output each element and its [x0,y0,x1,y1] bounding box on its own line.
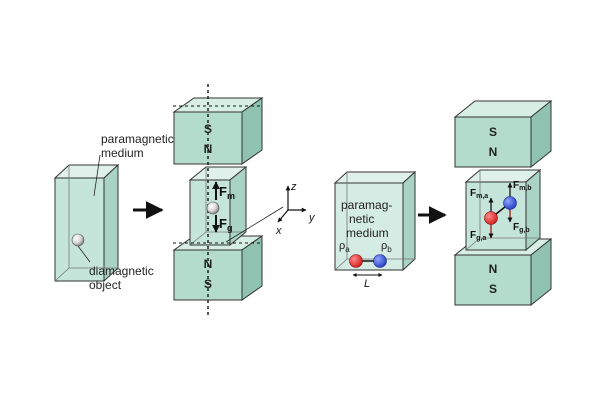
particle-b-blue [373,254,387,268]
force-fg-label: Fg [219,216,232,233]
levitating-object-sphere [206,201,220,215]
medium-label-line1: paramag- [341,198,392,212]
density-rho-b-label: ρb [381,240,392,254]
force-fga-label: Fg,a [470,230,486,242]
medium-pointer-line [93,154,101,197]
diamagnetic-label-line1: diamagnetic [89,264,154,278]
upper-magnet-right: S N [453,99,553,169]
upper-magnet-right-pole-s: S [489,125,497,139]
medium-label-line2: netic [349,212,374,226]
density-rho-a-label: ρa [339,240,350,254]
lower-magnet: N S [172,235,264,301]
particle-b-blue-tilted [503,196,517,210]
upper-magnet-right-pole-n: N [489,145,498,159]
panel-tilted-pair: S N N S Fm,a Fm,b Fg,a Fg,b [453,99,553,307]
panel-levitation: S N N S Fm Fg [172,84,284,316]
paramagnetic-label-line2: medium [101,146,144,160]
y-axis-label: y [308,212,316,224]
z-axis-label: z [290,181,297,193]
panel-two-particles: paramag- netic medium ρa ρb L [333,170,417,290]
particle-a-red [349,254,363,268]
force-fmb-label: Fm,b [513,180,532,192]
panel-initial-container: paramagnetic medium diamagnetic object [53,132,174,292]
particle-a-red-tilted [484,211,498,225]
length-label: L [364,278,370,290]
force-fma-label: Fm,a [470,188,488,200]
x-axis-label: x [275,225,282,237]
medium-label-line3: medium [346,226,389,240]
leader-line-to-axes [225,206,284,243]
paramagnetic-label-line1: paramagnetic [101,132,174,146]
medium-container-box [333,170,417,272]
coordinate-axes: z y x [275,181,316,237]
upper-magnet-pole-n: N [204,142,213,156]
x-axis-arrow [277,209,289,223]
lower-magnet-right-pole-n: N [489,262,498,276]
force-fgb-label: Fg,b [513,222,530,234]
diamagnetic-object-sphere [71,233,85,247]
container-box [53,163,120,283]
object-pointer-line [77,245,91,263]
upper-magnet: S N [172,97,264,165]
diamagnetic-label-line2: object [89,278,122,292]
force-fm-label: Fm [219,184,235,201]
lower-magnet-right-pole-s: S [489,282,497,296]
